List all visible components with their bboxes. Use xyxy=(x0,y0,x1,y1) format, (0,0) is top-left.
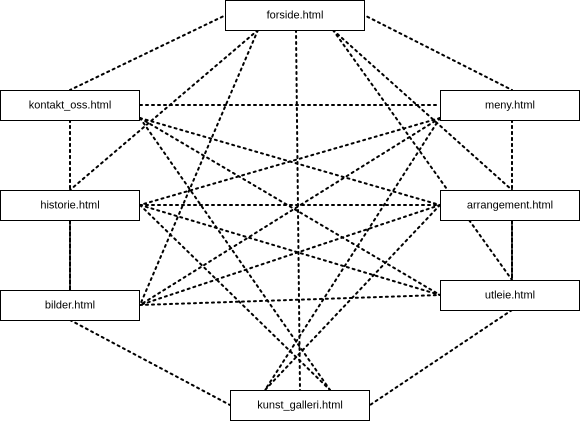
edge-kontakt-oss-to-utleie xyxy=(139,117,441,296)
edge-forside-to-bilder xyxy=(139,29,259,306)
node-meny[interactable]: meny.html xyxy=(440,90,580,121)
edge-forside-to-kontakt-oss xyxy=(69,13,229,91)
node-forside[interactable]: forside.html xyxy=(225,0,365,31)
edge-utleie-to-kunst-galleri xyxy=(369,309,513,406)
edge-bilder-to-utleie xyxy=(139,294,441,306)
node-kontakt-oss[interactable]: kontakt_oss.html xyxy=(0,90,140,121)
node-bilder[interactable]: bilder.html xyxy=(0,290,140,321)
edge-forside-to-historie xyxy=(69,29,259,191)
node-kunst-galleri[interactable]: kunst_galleri.html xyxy=(230,390,370,421)
edges-layer xyxy=(69,13,513,406)
node-arrangement[interactable]: arrangement.html xyxy=(440,190,580,221)
edge-kontakt-oss-to-kunst-galleri xyxy=(139,117,331,391)
edge-arrangement-to-bilder xyxy=(139,204,441,306)
node-label-kunst-galleri: kunst_galleri.html xyxy=(257,400,343,412)
node-historie[interactable]: historie.html xyxy=(0,190,140,221)
node-label-kontakt-oss: kontakt_oss.html xyxy=(29,100,112,112)
node-label-forside: forside.html xyxy=(267,10,324,22)
node-label-utleie: utleie.html xyxy=(485,290,535,302)
edge-historie-to-utleie xyxy=(139,204,441,296)
edge-forside-to-arrangement xyxy=(332,29,513,191)
node-label-meny: meny.html xyxy=(485,100,535,112)
edge-forside-to-meny xyxy=(361,13,513,91)
node-label-arrangement: arrangement.html xyxy=(467,200,553,212)
edge-meny-to-kunst-galleri xyxy=(264,117,441,391)
edge-meny-to-historie xyxy=(139,117,441,206)
edge-meny-to-bilder xyxy=(139,117,441,306)
edge-forside-to-utleie xyxy=(332,29,513,281)
node-utleie[interactable]: utleie.html xyxy=(440,280,580,311)
edge-historie-to-kunst-galleri xyxy=(139,204,331,391)
node-label-bilder: bilder.html xyxy=(45,300,95,312)
edge-bilder-to-kunst-galleri xyxy=(69,319,231,406)
edge-forside-to-kunst-galleri xyxy=(295,29,301,391)
node-label-historie: historie.html xyxy=(40,200,99,212)
